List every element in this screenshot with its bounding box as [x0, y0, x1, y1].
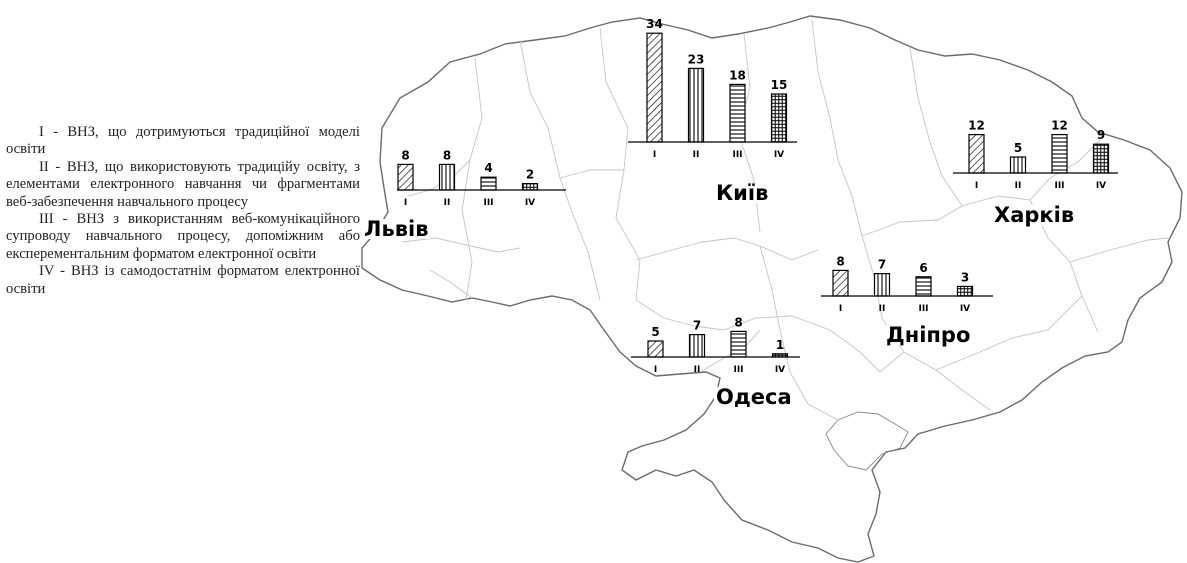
city-label-background: [714, 387, 794, 407]
bar: [1092, 143, 1110, 174]
bar: [438, 163, 456, 191]
data-label: 18: [729, 68, 746, 82]
city-label: Харків: [994, 203, 1074, 227]
tick-label: III: [732, 150, 742, 160]
data-label: 7: [693, 319, 701, 333]
data-label: 8: [443, 148, 451, 162]
bar: [770, 93, 788, 143]
tick-label: II: [694, 365, 701, 375]
legend-item-iii: III - ВНЗ з використанням веб-комунікаці…: [6, 211, 360, 262]
legend: I - ВНЗ, що дотримуються традиційної мод…: [6, 124, 360, 298]
tick-label: II: [693, 150, 700, 160]
tick-label: IV: [525, 198, 535, 208]
tick-label: III: [918, 304, 928, 314]
bar: [1051, 134, 1068, 174]
data-label: 12: [1051, 119, 1068, 133]
tick-label: I: [404, 198, 407, 208]
bar: [730, 330, 747, 358]
bar: [1009, 156, 1027, 174]
city-label: Львів: [364, 217, 429, 241]
data-label: 34: [646, 17, 663, 31]
bar: [956, 285, 974, 297]
data-label: 15: [771, 78, 788, 92]
bar: [729, 83, 746, 143]
data-label: 6: [919, 261, 927, 275]
tick-label: I: [975, 181, 978, 191]
tick-label: I: [839, 304, 842, 314]
bar: [687, 67, 705, 143]
tick-label: IV: [775, 365, 785, 375]
tick-label: III: [733, 365, 743, 375]
data-label: 23: [688, 52, 705, 66]
legend-item-i: I - ВНЗ, що дотримуються традиційної мод…: [6, 124, 360, 158]
legend-item-iv: IV - ВНЗ із самодостатнім форматом елект…: [6, 263, 360, 297]
data-label: 2: [526, 168, 534, 182]
tick-label: III: [483, 198, 493, 208]
data-label: 3: [961, 270, 969, 284]
tick-label: IV: [960, 304, 970, 314]
city-label: Київ: [716, 181, 768, 205]
tick-label: II: [444, 198, 451, 208]
tick-label: II: [879, 304, 886, 314]
legend-item-ii: II - ВНЗ, що використовують традиційу ос…: [6, 158, 360, 210]
tick-label: I: [654, 365, 657, 375]
data-label: 7: [878, 258, 886, 272]
city-label: Одеса: [716, 385, 792, 409]
city-label-background: [362, 219, 431, 239]
city-label-background: [714, 183, 771, 203]
data-label: 8: [401, 148, 409, 162]
data-label: 8: [836, 254, 844, 268]
data-label: 5: [651, 325, 659, 339]
bar-groups: 8I8II4III2IVЛьвів34I23II18III15IVКиїв12I…: [362, 17, 1118, 409]
tick-label: II: [1015, 181, 1022, 191]
data-label: 4: [484, 161, 492, 175]
tick-label: III: [1054, 181, 1064, 191]
city-label-background: [992, 205, 1077, 225]
bar: [968, 134, 985, 174]
bar: [480, 176, 497, 191]
city-label: Дніпро: [886, 323, 970, 347]
data-label: 5: [1014, 141, 1022, 155]
data-label: 12: [968, 119, 985, 133]
bar: [915, 276, 932, 297]
bar: [832, 269, 849, 297]
tick-label: IV: [774, 150, 784, 160]
bar: [646, 32, 663, 143]
tick-label: I: [653, 150, 656, 160]
data-label: 8: [734, 315, 742, 329]
city-label-background: [884, 325, 973, 345]
bar: [521, 183, 539, 191]
data-label: 1: [776, 338, 784, 352]
bar: [397, 163, 414, 191]
tick-label: IV: [1096, 181, 1106, 191]
bar: [873, 273, 891, 297]
bar: [688, 334, 706, 358]
bar: [647, 340, 664, 358]
data-label: 9: [1097, 128, 1105, 142]
